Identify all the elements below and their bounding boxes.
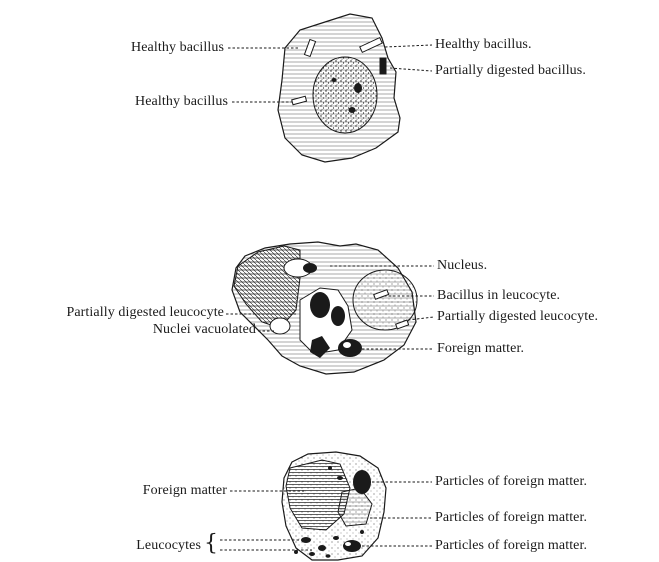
bacillus-3	[380, 58, 386, 74]
cell-3	[282, 452, 386, 560]
particle-1	[353, 470, 371, 494]
label-particles-1: Particles of foreign matter.	[435, 474, 587, 490]
leucocytes-brace-icon: {	[204, 533, 218, 555]
label-nuclei-vacuolated: Nuclei vacuolated	[153, 322, 256, 338]
label-bacillus-in-leucocyte: Bacillus in leucocyte.	[437, 288, 560, 304]
nucleus	[303, 263, 317, 273]
label-particles-2: Particles of foreign matter.	[435, 510, 587, 526]
label-partially-digested-leucocyte-left: Partially digested leucocyte	[66, 305, 224, 321]
label-healthy-bacillus-left-bottom: Healthy bacillus	[135, 94, 228, 110]
label-nucleus: Nucleus.	[437, 258, 487, 274]
label-partially-digested-bacillus: Partially digested bacillus.	[435, 63, 586, 79]
label-healthy-bacillus-left-top: Healthy bacillus	[131, 40, 224, 56]
label-healthy-bacillus-right: Healthy bacillus.	[435, 37, 532, 53]
cell-1-nucleus	[313, 57, 377, 133]
label-partially-digested-leucocyte-right: Partially digested leucocyte.	[437, 309, 598, 325]
label-foreign-matter-3: Foreign matter	[143, 483, 227, 499]
label-particles-3: Particles of foreign matter.	[435, 538, 587, 554]
particle-3	[343, 540, 361, 552]
foreign-matter-body	[338, 339, 362, 357]
cell-1	[278, 14, 400, 162]
label-leucocytes: Leucocytes	[136, 538, 201, 554]
cell-2	[232, 242, 417, 374]
label-foreign-matter: Foreign matter.	[437, 341, 524, 357]
